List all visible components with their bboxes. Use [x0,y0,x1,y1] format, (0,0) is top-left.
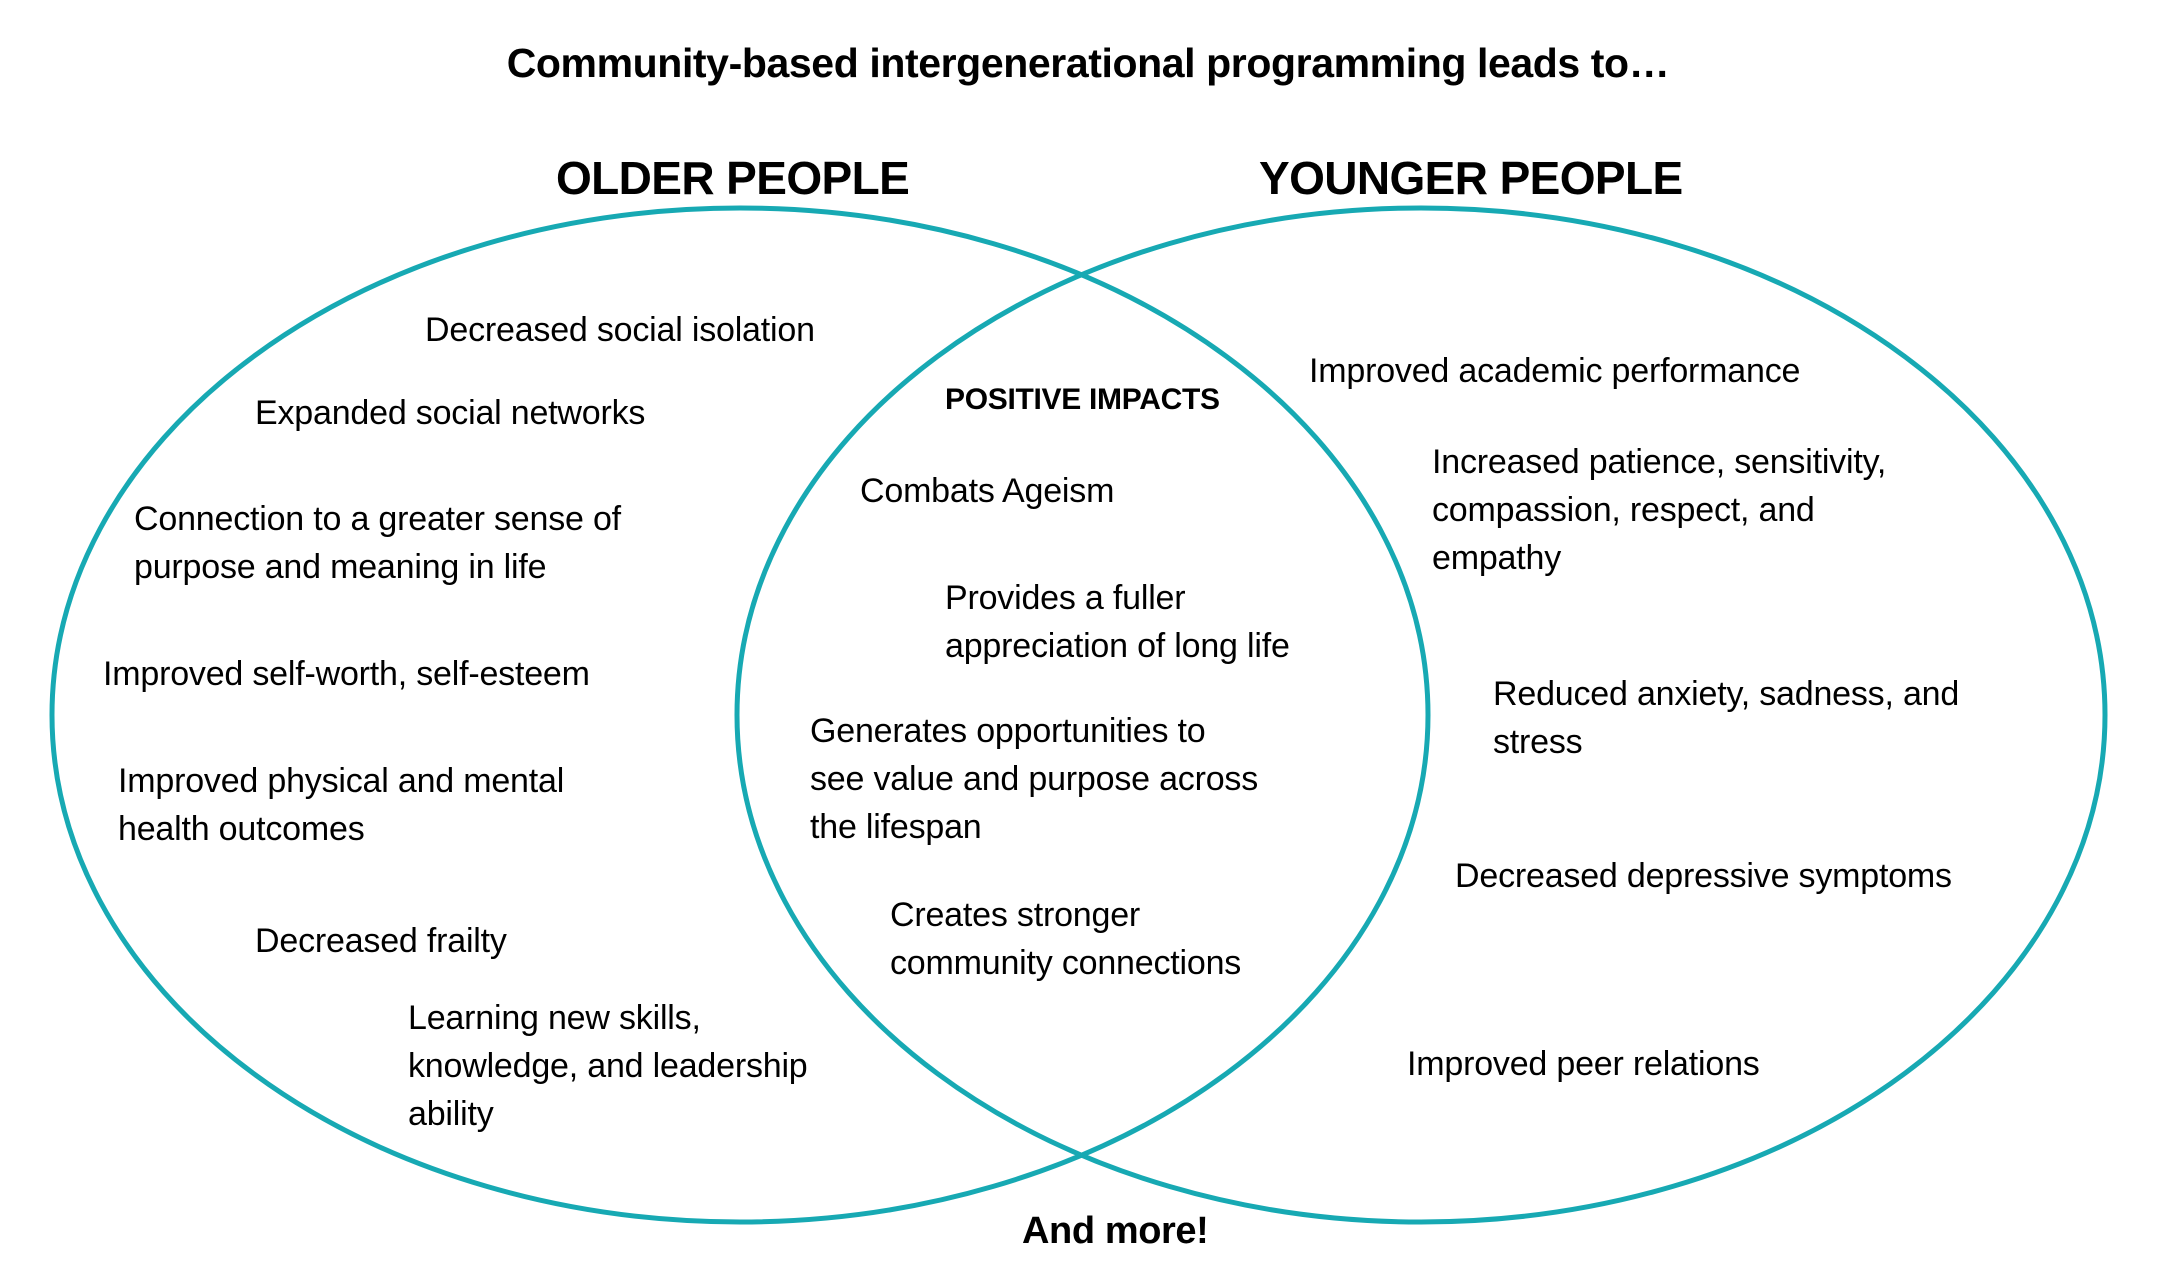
younger-people-circle [734,205,2108,1225]
shared-item: Combats Ageism [860,467,1114,515]
item-line: Improved academic performance [1309,352,1801,390]
item-line: Improved self-worth, self-esteem [103,655,590,693]
item-line: the lifespan [810,808,982,846]
older-item: Improved self-worth, self-esteem [103,650,590,698]
item-line: compassion, respect, and [1432,491,1815,529]
item-line: Generates opportunities to [810,712,1206,750]
item-line: Decreased social isolation [425,311,815,349]
item-line: Expanded social networks [255,394,646,432]
item-line: purpose and meaning in life [134,548,547,586]
older-people-heading: OLDER PEOPLE [556,152,910,204]
item-line: see value and purpose across [810,760,1259,798]
item-line: empathy [1432,539,1562,577]
item-line: Connection to a greater sense of [134,500,621,538]
item-line: Decreased frailty [255,922,507,960]
and-more-footer: And more! [1022,1210,1209,1252]
younger-item: Decreased depressive symptoms [1455,852,1952,900]
older-item: Decreased frailty [255,917,507,965]
younger-item: Improved peer relations [1407,1040,1760,1088]
item-line: Reduced anxiety, sadness, and [1493,675,1960,713]
younger-item: Increased patience, sensitivity, compass… [1432,438,1886,582]
younger-item: Reduced anxiety, sadness, and stress [1493,670,1959,766]
older-item: Expanded social networks [255,389,645,437]
shared-item: Provides a fuller appreciation of long l… [945,574,1290,670]
item-line: health outcomes [118,810,365,848]
item-line: ability [408,1095,494,1133]
item-line: appreciation of long life [945,627,1290,665]
younger-item: Improved academic performance [1309,347,1800,395]
item-line: Decreased depressive symptoms [1455,857,1952,895]
item-line: Improved physical and mental [118,762,565,800]
shared-item: Creates stronger community connections [890,891,1241,987]
older-item: Decreased social isolation [425,306,815,354]
older-item: Improved physical and mental health outc… [118,757,564,853]
younger-people-heading: YOUNGER PEOPLE [1259,152,1683,204]
item-line: Improved peer relations [1407,1045,1760,1083]
older-item: Connection to a greater sense of purpose… [134,495,621,591]
item-line: Increased patience, sensitivity, [1432,443,1887,481]
item-line: community connections [890,944,1242,982]
item-line: Learning new skills, [408,999,701,1037]
item-line: Creates stronger [890,896,1141,934]
item-line: Provides a fuller [945,579,1186,617]
item-line: Combats Ageism [860,472,1115,510]
item-line: stress [1493,723,1583,761]
shared-item: Generates opportunities to see value and… [810,707,1258,851]
item-line: knowledge, and leadership [408,1047,808,1085]
positive-impacts-heading: POSITIVE IMPACTS [945,383,1220,416]
older-item: Learning new skills, knowledge, and lead… [408,994,808,1138]
older-people-circle [49,205,1431,1225]
diagram-title: Community-based intergenerational progra… [506,40,1670,86]
